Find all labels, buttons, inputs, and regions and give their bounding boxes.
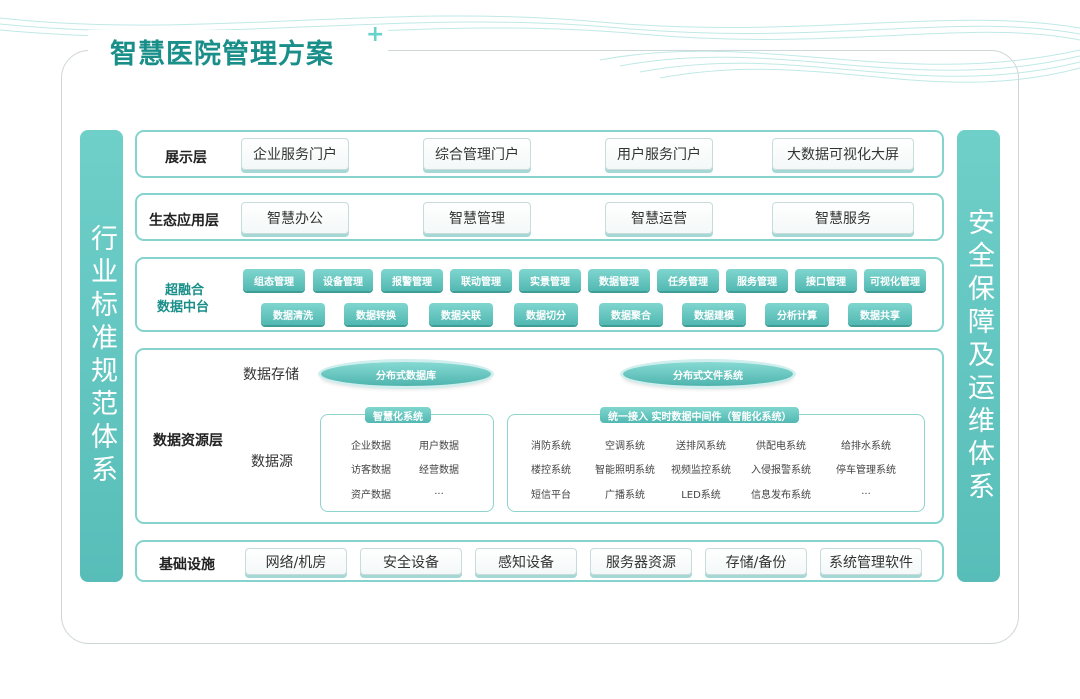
layer-presentation: 展示层 企业服务门户 综合管理门户 用户服务门户 大数据可视化大屏 [135,130,944,178]
smart-system-title: 智慧化系统 [365,407,431,423]
smart-system-item: 企业数据 [351,441,391,452]
right-banner: 安全保障及运维体系 [957,130,1000,582]
datacenter-chip[interactable]: 接口管理 [795,269,857,291]
middleware-item: 入侵报警系统 [751,465,811,476]
layer-ecology: 生态应用层 智慧办公 智慧管理 智慧运营 智慧服务 [135,193,944,241]
storage-label: 数据存储 [243,367,299,383]
infrastructure-item[interactable]: 网络/机房 [245,548,347,575]
infrastructure-item[interactable]: 存储/备份 [705,548,807,575]
middleware-box: 统一接入 实时数据中间件（智能化系统） 消防系统 空调系统 送排风系统 供配电系… [507,407,925,512]
presentation-item[interactable]: 用户服务门户 [605,138,713,170]
middleware-item: 视频监控系统 [671,465,731,476]
middleware-item: 楼控系统 [531,465,571,476]
layer-label: 基础设施 [159,557,215,573]
datacenter-chip[interactable]: 联动管理 [450,269,512,291]
middleware-item: 送排风系统 [676,441,726,452]
datacenter-chip[interactable]: 实景管理 [519,269,581,291]
left-banner: 行业标准规范体系 [80,130,123,582]
layer-label-line2: 数据中台 [157,300,210,315]
datacenter-chip[interactable]: 服务管理 [726,269,788,291]
datacenter-chip[interactable]: 数据转换 [344,303,408,325]
smart-system-item: 资产数据 [351,490,391,501]
datacenter-chip[interactable]: 数据管理 [588,269,650,291]
ecology-item[interactable]: 智慧办公 [241,202,349,234]
source-label: 数据源 [251,454,293,470]
layer-label-line1: 超融合 [165,283,205,298]
storage-pill[interactable]: 分布式数据库 [321,362,491,386]
title-background [88,30,388,74]
middleware-item: 停车管理系统 [836,465,896,476]
datacenter-chip[interactable]: 设备管理 [313,269,373,291]
infrastructure-item[interactable]: 感知设备 [475,548,577,575]
middleware-item: LED系统 [681,490,721,501]
presentation-item[interactable]: 大数据可视化大屏 [772,138,914,170]
middleware-item: 短信平台 [531,490,571,501]
middleware-title: 统一接入 实时数据中间件（智能化系统） [600,407,800,423]
middleware-item: 信息发布系统 [751,490,811,501]
datacenter-chip[interactable]: 报警管理 [381,269,443,291]
infrastructure-item[interactable]: 服务器资源 [590,548,692,575]
datacenter-chip[interactable]: 数据聚合 [599,303,663,325]
middleware-item: 广播系统 [605,490,645,501]
storage-pill[interactable]: 分布式文件系统 [623,362,793,386]
datacenter-chip[interactable]: 数据清洗 [261,303,325,325]
middleware-item: 给排水系统 [841,441,891,452]
datacenter-chip[interactable]: 可视化管理 [864,269,926,291]
page-title: 智慧医院管理方案 [110,39,334,70]
ecology-item[interactable]: 智慧服务 [772,202,914,234]
datacenter-chip[interactable]: 数据切分 [514,303,578,325]
datacenter-chip[interactable]: 任务管理 [657,269,719,291]
datacenter-chip[interactable]: 数据共享 [848,303,912,325]
layer-datacenter: 超融合 数据中台 组态管理 设备管理 报警管理 联动管理 实景管理 数据管理 任… [135,257,944,332]
presentation-item[interactable]: 综合管理门户 [423,138,531,170]
middleware-item: 空调系统 [605,441,645,452]
smart-system-item: 经营数据 [419,465,459,476]
plus-icon: + [366,22,385,47]
infrastructure-item[interactable]: 系统管理软件 [820,548,922,575]
left-banner-text: 行业标准规范体系 [86,224,117,488]
smart-system-item: ... [434,486,444,497]
datacenter-chip[interactable]: 分析计算 [765,303,829,325]
middleware-item: ... [861,486,871,497]
smart-system-item: 用户数据 [419,441,459,452]
smart-system-box: 智慧化系统 企业数据 用户数据 访客数据 经营数据 资产数据 ... [320,407,494,512]
datacenter-chip[interactable]: 数据建模 [682,303,746,325]
layer-label: 展示层 [165,150,207,166]
layer-label: 生态应用层 [149,213,219,229]
ecology-item[interactable]: 智慧运营 [605,202,713,234]
layer-resource: 数据资源层 数据存储 数据源 分布式数据库 分布式文件系统 智慧化系统 企业数据… [135,348,944,524]
content-frame [61,50,1019,644]
middleware-item: 智能照明系统 [595,465,655,476]
ecology-item[interactable]: 智慧管理 [423,202,531,234]
middleware-item: 消防系统 [531,441,571,452]
datacenter-chip[interactable]: 组态管理 [243,269,305,291]
infrastructure-item[interactable]: 安全设备 [360,548,462,575]
middleware-item: 供配电系统 [756,441,806,452]
right-banner-text: 安全保障及运维体系 [963,207,994,505]
layer-infrastructure: 基础设施 网络/机房 安全设备 感知设备 服务器资源 存储/备份 系统管理软件 [135,540,944,582]
datacenter-chip[interactable]: 数据关联 [429,303,493,325]
presentation-item[interactable]: 企业服务门户 [241,138,349,170]
smart-system-item: 访客数据 [351,465,391,476]
layer-label: 数据资源层 [153,433,223,449]
